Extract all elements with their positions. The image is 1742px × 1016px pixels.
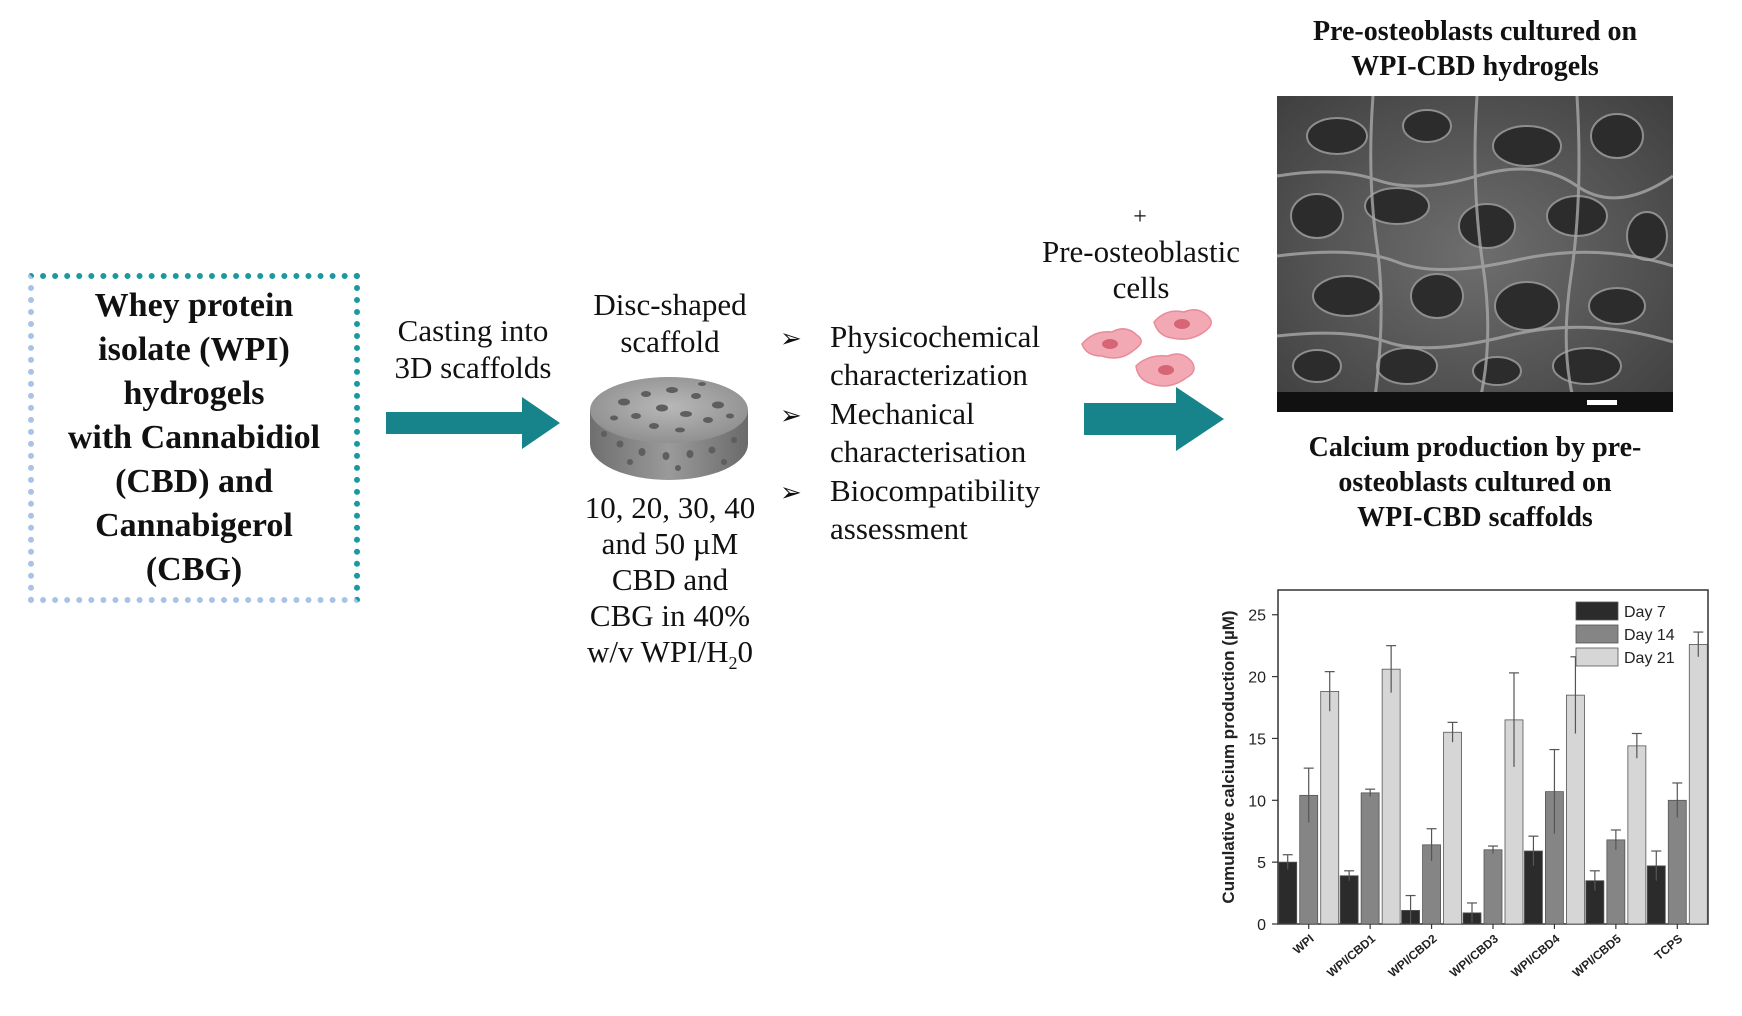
- wpi-line: isolate (WPI): [98, 331, 290, 368]
- bullet-line: Physicochemical: [830, 319, 1041, 354]
- process-arrow-1: [386, 397, 560, 449]
- sem-title-line: WPI-CBD hydrogels: [1351, 51, 1599, 82]
- bar: [1483, 849, 1503, 925]
- arrow-bullet-icon: ➢: [780, 401, 802, 430]
- y-tick-label: 25: [1248, 608, 1266, 625]
- scaffold-desc-line: w/v WPI/H20: [558, 634, 782, 681]
- calcium-title-line: osteoblasts cultured on: [1338, 467, 1612, 498]
- scaffold-desc-line: CBG in 40%: [589, 598, 751, 633]
- legend-label: Day 21: [1624, 650, 1675, 667]
- legend-swatch: [1575, 624, 1619, 644]
- wpi-line: (CBD) and: [115, 463, 273, 500]
- calcium-panel-title: Calcium production by pre- osteoblasts c…: [1244, 430, 1706, 535]
- casting-label: Casting into 3D scaffolds: [378, 312, 568, 386]
- cells-label: Pre-osteoblastic cells: [1026, 234, 1256, 306]
- arrow-bullet-icon: ➢: [780, 324, 802, 353]
- bullet-line: Mechanical: [830, 396, 975, 431]
- wpi-line: with Cannabidiol: [67, 419, 321, 456]
- sem-panel-title: Pre-osteoblasts cultured on WPI-CBD hydr…: [1244, 14, 1706, 84]
- sem-title-line: Pre-osteoblasts cultured on: [1312, 16, 1638, 47]
- bar: [1627, 745, 1647, 925]
- bullet-line: characterization: [830, 357, 1028, 392]
- y-tick-label: 0: [1257, 917, 1266, 934]
- y-tick-label: 15: [1248, 731, 1266, 748]
- wpi-line: Cannabigerol: [95, 507, 293, 544]
- arrow-shape: [386, 397, 560, 449]
- cells-line: Pre-osteoblastic: [1041, 234, 1240, 269]
- y-tick-label: 10: [1248, 793, 1266, 810]
- bullet-text: Biocompatibility assessment: [830, 472, 1040, 548]
- scaffold-desc-line: CBD and: [611, 562, 729, 597]
- wpi-hydrogel-text: Whey protein isolate (WPI) hydrogels wit…: [68, 284, 320, 592]
- legend-label: Day 7: [1624, 604, 1666, 621]
- x-tick-label: WPI/CBD3: [1447, 931, 1501, 980]
- sem-micrograph-image: [1277, 96, 1673, 412]
- bar: [1688, 644, 1708, 925]
- wpi-line: hydrogels: [123, 375, 265, 412]
- casting-line: Casting into: [397, 313, 549, 348]
- wpi-h2o-suffix: 0: [737, 634, 754, 669]
- bullet-line: characterisation: [830, 434, 1027, 469]
- bar: [1381, 668, 1401, 925]
- bullet-line: Biocompatibility: [830, 473, 1041, 508]
- wpi-hydrogel-box: Whey protein isolate (WPI) hydrogels wit…: [28, 273, 360, 603]
- x-tick-label: WPI/CBD1: [1324, 931, 1378, 980]
- scaffold-title-line: Disc-shaped: [593, 287, 747, 322]
- process-arrow-2: [1084, 387, 1224, 451]
- pre-osteoblast-cells-icon: [1081, 309, 1212, 387]
- calcium-title-line: WPI-CBD scaffolds: [1357, 502, 1593, 533]
- x-tick-label: WPI/CBD5: [1570, 931, 1624, 980]
- x-tick-label: TCPS: [1652, 932, 1686, 963]
- wpi-h2o-prefix: w/v WPI/H: [586, 634, 729, 669]
- scaffold-description: 10, 20, 30, 40 and 50 µM CBD and CBG in …: [558, 490, 782, 681]
- plus-sign: +: [1133, 204, 1147, 230]
- bar: [1360, 792, 1380, 925]
- y-tick-label: 20: [1248, 670, 1266, 687]
- x-tick-label: WPI: [1290, 932, 1316, 957]
- bar: [1606, 839, 1626, 925]
- wpi-h2o-subscript: 2: [728, 653, 738, 674]
- arrow-bullet-icon: ➢: [780, 478, 802, 507]
- y-tick-label: 5: [1257, 855, 1266, 872]
- legend-swatch: [1575, 647, 1619, 667]
- bar: [1278, 861, 1298, 925]
- scaffold-title-line: scaffold: [620, 324, 720, 359]
- bar: [1443, 731, 1462, 925]
- casting-line: 3D scaffolds: [394, 350, 552, 385]
- scaffold-desc-line: 10, 20, 30, 40: [584, 490, 756, 525]
- cells-line: cells: [1112, 270, 1170, 305]
- scaffold-desc-line: and 50 µM: [601, 526, 739, 561]
- legend-label: Day 14: [1624, 627, 1675, 644]
- arrow-shape: [1084, 387, 1224, 451]
- bullet-text: Physicochemical characterization: [830, 318, 1040, 394]
- scaffold-title: Disc-shaped scaffold: [570, 286, 770, 360]
- scaffold-disc-image: [590, 377, 748, 480]
- bullet-line: assessment: [830, 511, 968, 546]
- y-axis-label: Cumulative calcium production (µM): [1219, 610, 1238, 903]
- calcium-bar-chart: 0 5 10 15 20 25 Cumulative calcium production …: [1219, 589, 1709, 980]
- bullet-text: Mechanical characterisation: [830, 395, 1026, 471]
- x-tick-label: WPI/CBD4: [1508, 931, 1562, 980]
- x-tick-label: WPI/CBD2: [1386, 931, 1440, 980]
- legend-swatch: [1575, 601, 1619, 621]
- bar: [1320, 691, 1340, 925]
- bar: [1667, 799, 1687, 925]
- calcium-title-line: Calcium production by pre-: [1308, 432, 1642, 463]
- bar: [1339, 875, 1359, 925]
- wpi-line: Whey protein: [94, 287, 294, 324]
- wpi-line: (CBG): [145, 551, 243, 588]
